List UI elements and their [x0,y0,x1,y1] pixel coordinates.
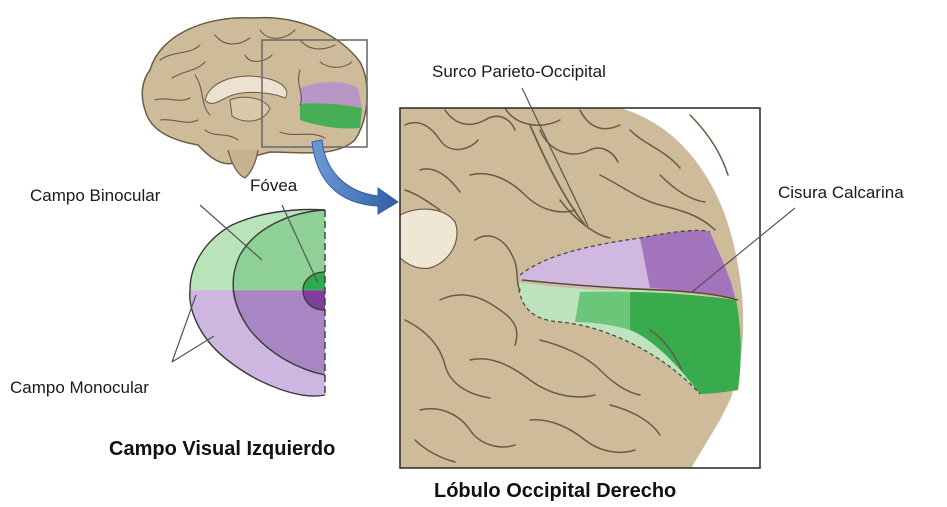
zoomed-occipital-lobe [400,108,760,470]
title-campo-visual-izquierdo: Campo Visual Izquierdo [109,438,335,461]
label-campo-monocular: Campo Monocular [10,378,149,398]
leader-monocular-1 [172,295,196,362]
label-surco-parieto-occipital: Surco Parieto-Occipital [432,62,606,82]
small-brain-illustration [142,18,367,178]
title-lobulo-occipital-derecho: Lóbulo Occipital Derecho [434,480,676,503]
label-fovea: Fóvea [250,176,297,196]
left-visual-hemifield [180,200,330,400]
label-campo-binocular: Campo Binocular [30,186,160,206]
leader-monocular-2 [172,336,214,362]
label-cisura-calcarina: Cisura Calcarina [778,183,904,203]
